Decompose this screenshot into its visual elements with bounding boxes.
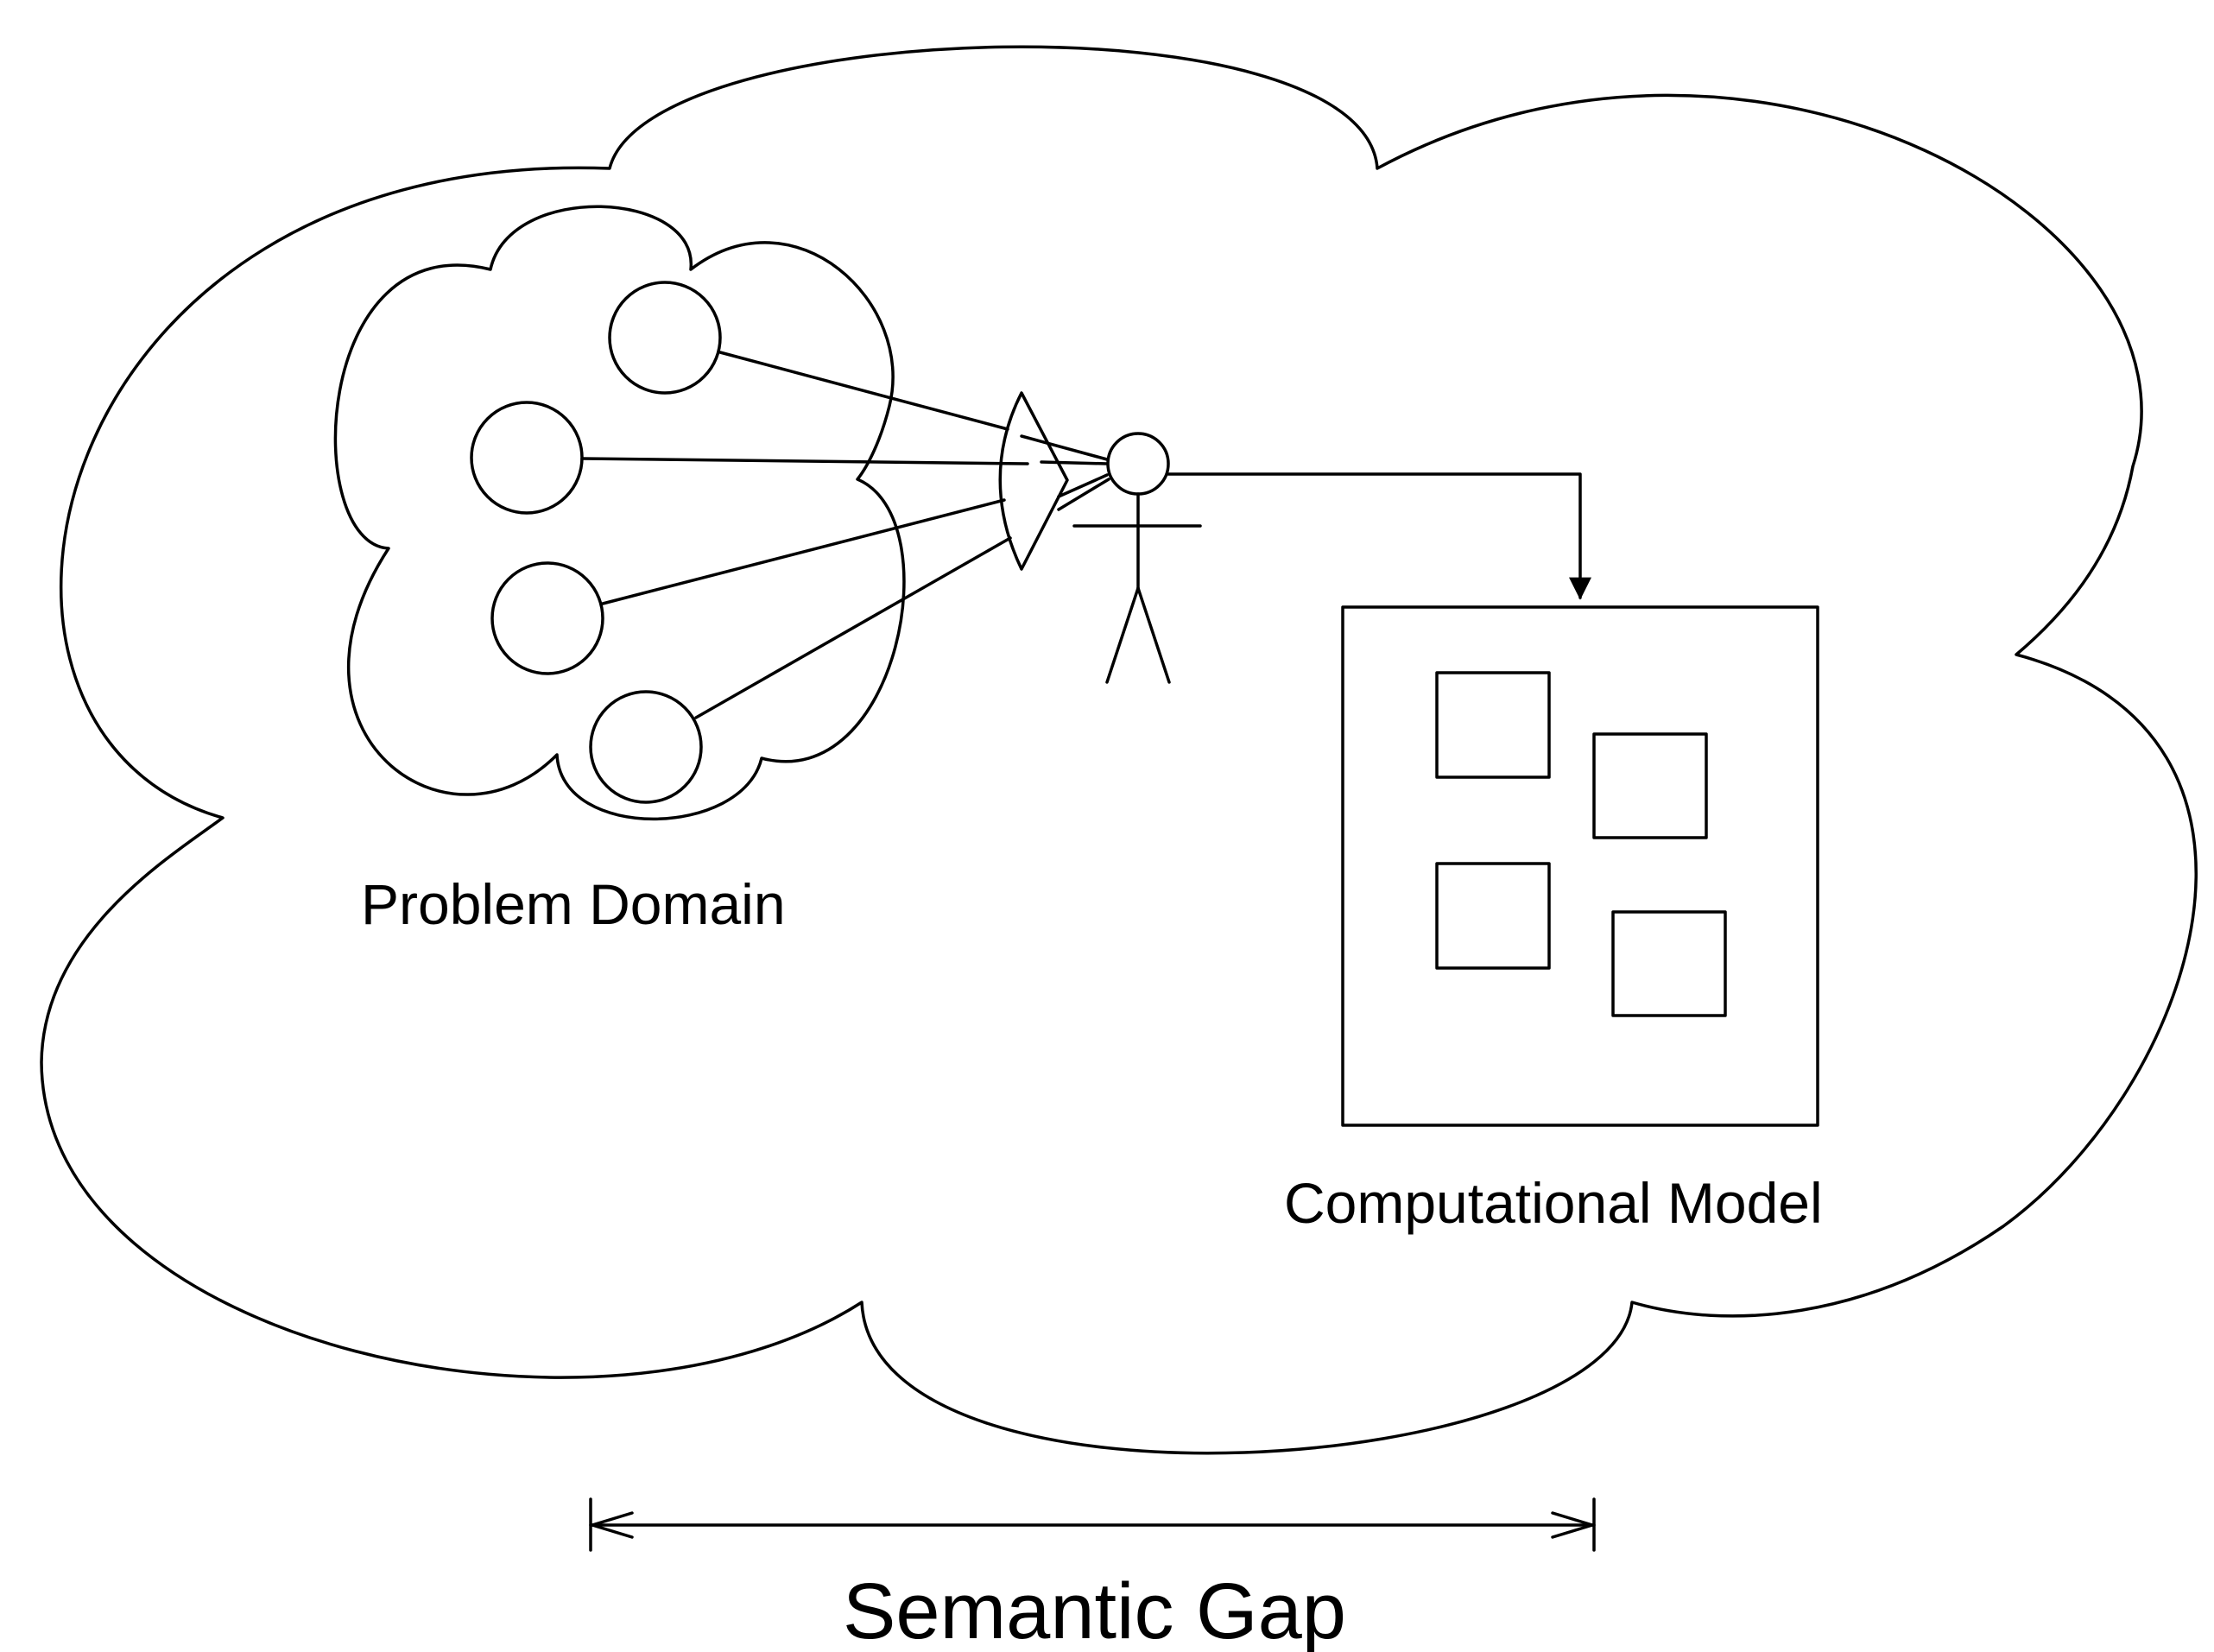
computational-model-box [1341, 605, 1819, 1127]
model-block [1611, 910, 1727, 1017]
lens-ray [1040, 460, 1109, 465]
outer-cloud [40, 45, 2198, 1455]
sight-line [694, 536, 1012, 719]
concept-node [608, 281, 722, 395]
sight-line [601, 498, 1006, 605]
concept-node [470, 401, 584, 515]
lens-ray [1057, 473, 1109, 498]
observer-to-model-arrow [1167, 472, 1591, 600]
stick-figure-icon [1072, 432, 1202, 684]
model-block [1592, 732, 1708, 839]
lens-ray [1020, 434, 1109, 461]
model-block [1435, 671, 1551, 779]
sight-line [580, 457, 1029, 465]
concept-node [490, 561, 604, 675]
lens-icon [998, 391, 1069, 571]
lens-ray [1057, 478, 1110, 511]
concept-node [589, 690, 703, 804]
problem-domain-cloud [333, 205, 906, 820]
semantic-gap-label: Semantic Gap [843, 1567, 1346, 1652]
sight-line [718, 351, 1009, 431]
model-block [1435, 862, 1551, 970]
problem-domain-label: Problem Domain [361, 872, 786, 936]
computational-model-label: Computational Model [1284, 1171, 1823, 1235]
semantic-gap-arrow [589, 1497, 1596, 1552]
